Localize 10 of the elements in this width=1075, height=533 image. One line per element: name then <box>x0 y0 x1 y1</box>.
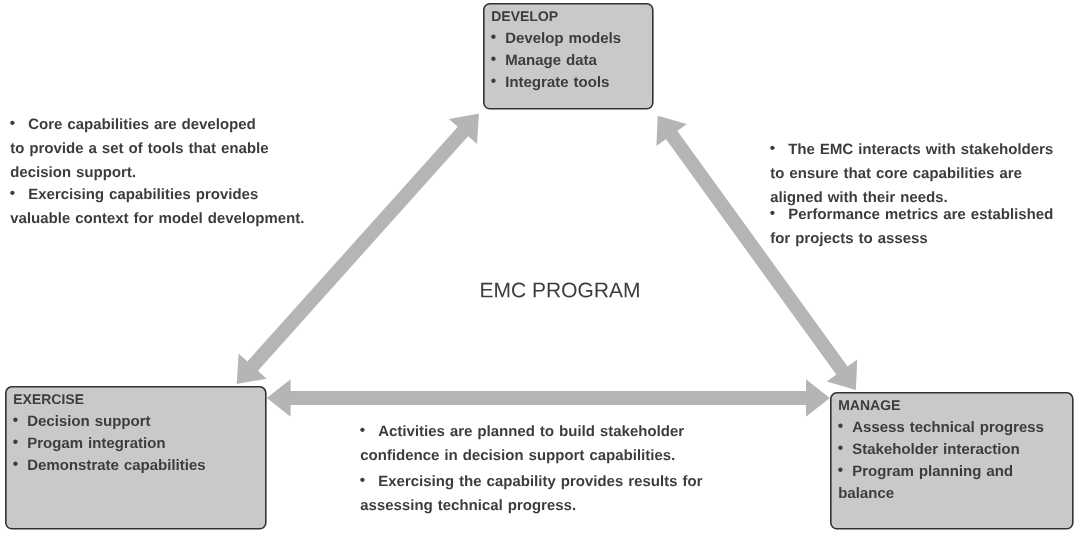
process-box: EXERCISE Decision support Progam integration Demonstrate capabilities <box>5 386 267 530</box>
process-box: MANAGE Assess technical progress Stakeholder interaction Program planning and balance <box>830 392 1074 530</box>
bullet-text: Activities are planned to build stakeholder confidence in decision support capabilities. <box>360 425 684 464</box>
bullet-text: Exercising capabilities provides valuable context for model development. <box>10 188 304 227</box>
bullet-text: Core capabilities are developed to provide a set of tools that enable decision support. <box>10 118 269 181</box>
bullet-text: Performance metrics are established for projects to assess <box>770 208 1053 247</box>
bullet-text: Exercising the capability provides results for assessing technical progress. <box>360 475 703 514</box>
process-box: DEVELOP Develop models Manage data Integrate tools <box>483 3 654 110</box>
bullet-text: The EMC interacts with stakeholders to ensure that core capabilities are aligned with their needs. <box>770 143 1053 206</box>
title: EMC PROGRAM <box>481 282 639 298</box>
